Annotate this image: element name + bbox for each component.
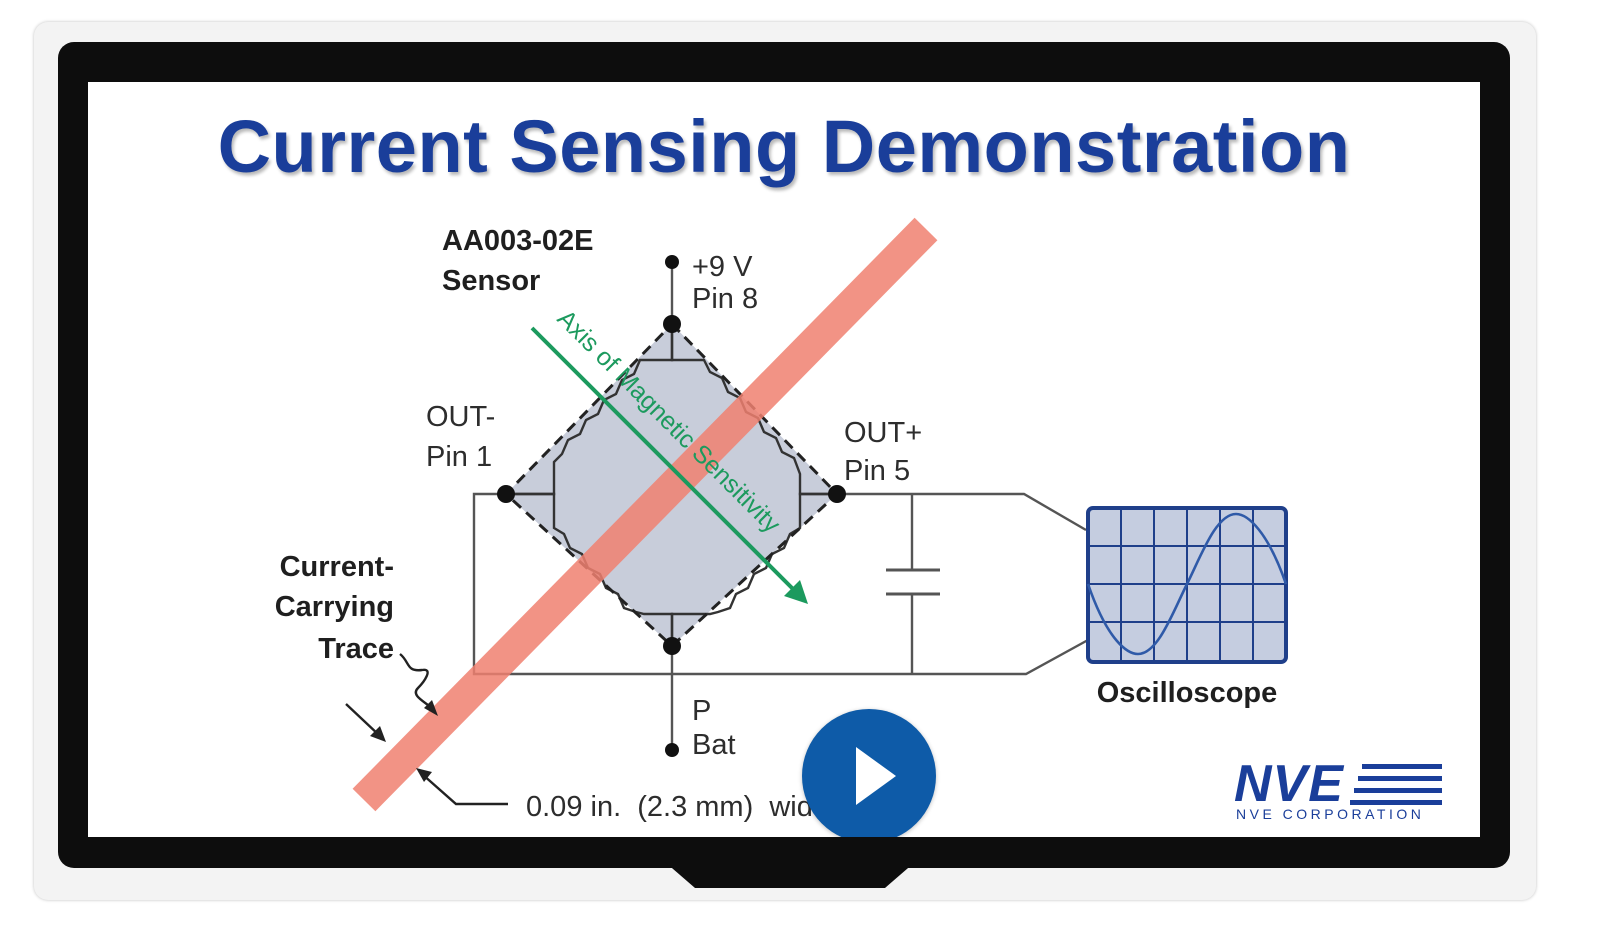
logo-wordmark: NVE (1234, 755, 1344, 813)
bottom-pin-label-line2: Bat (692, 729, 736, 761)
top-pin-label-line2: Pin 8 (692, 283, 758, 315)
trace-label-line1: Current- (280, 551, 394, 583)
out-minus-label-line2: Pin 1 (426, 441, 492, 473)
width-label: 0.09 in. (2.3 mm) width (526, 791, 837, 823)
current-sensing-diagram: Axis of Magnetic Sensitivity (275, 217, 1288, 823)
nve-logo: NVE NVE CORPORATION (1234, 758, 1444, 822)
out-plus-label-line1: OUT+ (844, 417, 922, 449)
out-minus-label-line1: OUT- (426, 401, 495, 433)
trace-pointers (345, 653, 508, 806)
video-screen[interactable]: Current Sensing Demonstration (88, 82, 1480, 837)
sensor-label-line2: Sensor (442, 265, 540, 297)
sensor-outline (503, 321, 840, 649)
circuit-nodes (497, 255, 846, 757)
sine-wave (1086, 512, 1288, 656)
monitor-stand (665, 862, 915, 888)
trace-label-line2: Carrying (275, 591, 394, 623)
top-pin-label-line1: +9 V (692, 251, 753, 283)
slide-title: Current Sensing Demonstration (217, 105, 1351, 188)
trace-label-line3: Trace (318, 633, 394, 665)
bottom-pin-label-line1: P (692, 695, 711, 727)
play-button[interactable] (802, 709, 936, 837)
oscilloscope-icon (1086, 506, 1288, 664)
current-carrying-trace (352, 217, 938, 812)
sensor-label-line1: AA003-02E (442, 225, 594, 257)
oscilloscope-label: Oscilloscope (1097, 677, 1278, 709)
sensitivity-axis (530, 326, 808, 604)
logo-subtitle: NVE CORPORATION (1236, 806, 1425, 822)
out-plus-label-line2: Pin 5 (844, 455, 910, 487)
play-icon (856, 747, 896, 805)
